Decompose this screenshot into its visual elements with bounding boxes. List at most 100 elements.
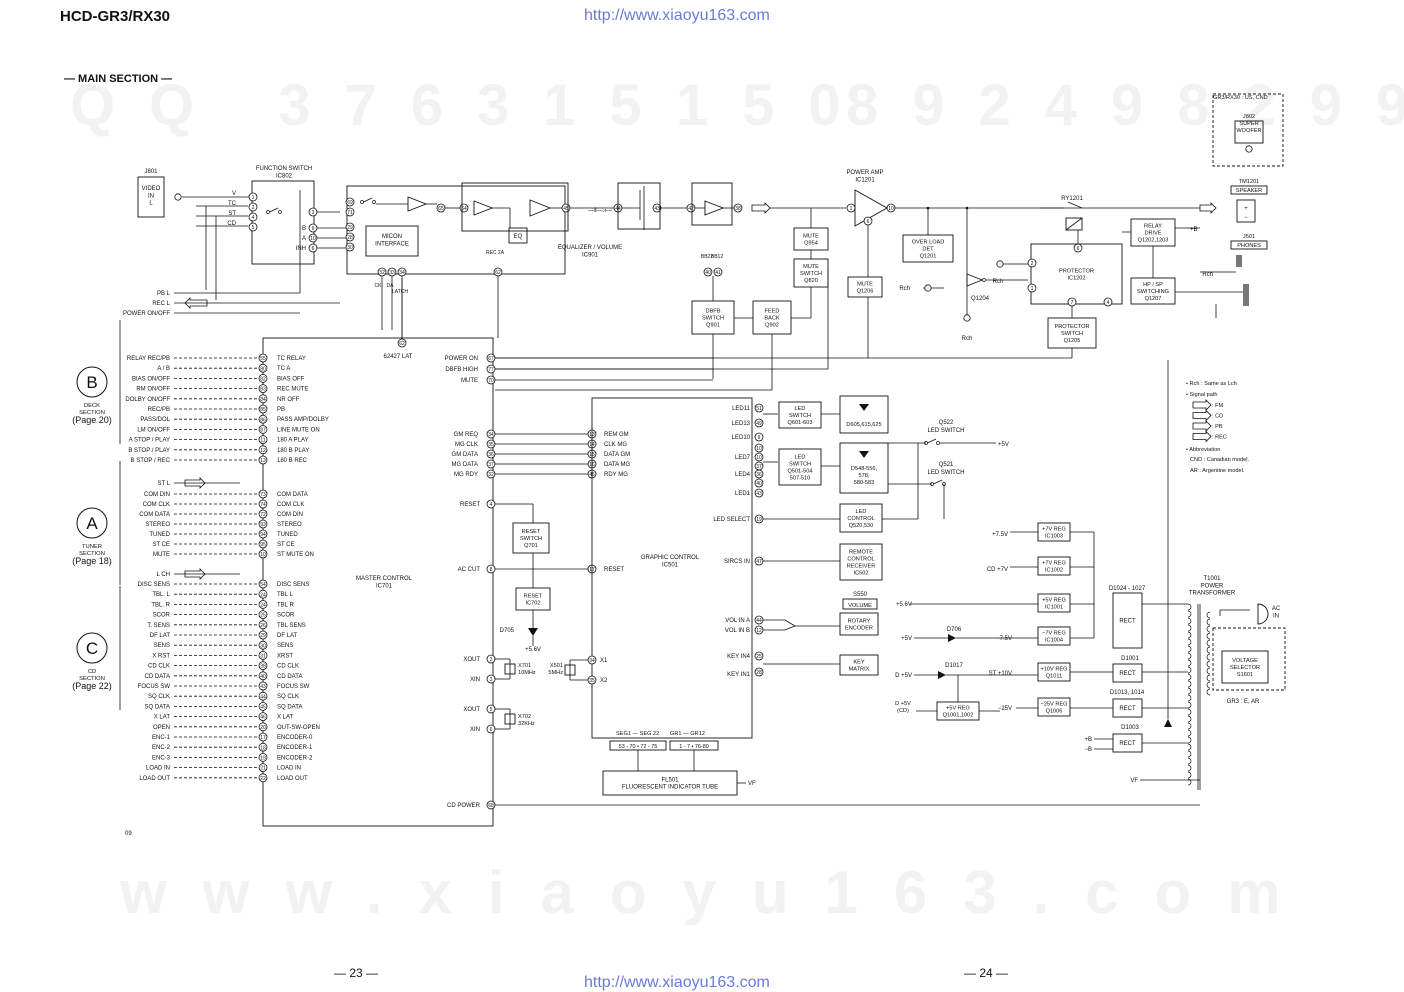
pin-number: 1 (1031, 286, 1034, 292)
section-title: CD (88, 669, 96, 675)
pin-number: 5 (490, 707, 493, 713)
pin-number: 87 (260, 428, 266, 434)
protector-switch-label: Q1205 (1064, 338, 1081, 344)
bb22-label: BB22 (701, 254, 713, 260)
led-switch-1-label: SWITCH (789, 413, 811, 419)
pin-number (258, 589, 268, 599)
signal-name: SQ DATA (277, 704, 302, 710)
feed-back-label: Q902 (765, 322, 779, 328)
transformer-winding (1187, 638, 1192, 646)
over-load-label: OVER LOAD (912, 240, 945, 246)
led-switch-b-label: LED SWITCH (927, 470, 964, 476)
equalizer-label: IC901 (582, 252, 599, 258)
pin-number: 46 (260, 715, 266, 721)
pin-number (754, 443, 764, 453)
transformer-winding (1187, 631, 1192, 639)
d548-label: 578, (859, 473, 870, 479)
bass-subframe (691, 182, 733, 226)
legend-signal-path: • Signal path (1186, 392, 1218, 398)
d1001-label: D1001 (1121, 656, 1139, 662)
url-top[interactable]: http://www.xiaoyu163.com (584, 7, 770, 24)
key4-label: KEY IN4 (727, 654, 751, 660)
q522-label: Q522 (939, 420, 954, 426)
reset-switch-label: Q701 (524, 543, 538, 549)
signal-name: BIAS ON/OFF (132, 376, 170, 382)
pin-number (258, 702, 268, 711)
signal-name: 180 A PLAY (277, 438, 309, 444)
pin-number: 82 (260, 377, 266, 383)
section-letter: C (86, 639, 98, 658)
pin-number (754, 432, 764, 442)
pin-number (258, 753, 268, 762)
pin-number (258, 529, 268, 539)
pb-l-label: PB L (157, 291, 171, 297)
pin-number (258, 489, 268, 499)
terminal (1245, 145, 1253, 153)
transformer-label: T1001 (1203, 576, 1221, 582)
rect-main-label: RECT (1119, 619, 1136, 625)
led-label: LED7 (735, 455, 751, 461)
signal-name: ENC-2 (152, 745, 171, 751)
reset-switch-label: SWITCH (520, 536, 542, 542)
fs-pin-label: B (302, 226, 306, 232)
pin-number: 70 (488, 378, 494, 384)
reg-1002-label: IC1002 (1045, 567, 1063, 573)
transformer-winding (1187, 603, 1192, 611)
pin-number: 10 (260, 552, 266, 558)
l-ch-label: L CH (157, 572, 170, 578)
pin-number: 64 (461, 206, 467, 212)
rch-label: Rch (899, 286, 910, 292)
pin-number: 36 (488, 452, 494, 458)
q1204-label: Q1204 (971, 296, 990, 302)
ac-in-label: AC (1272, 606, 1281, 612)
pin-number: 34 (399, 270, 405, 276)
dbfb-switch-label: DBFB (706, 309, 721, 315)
pin-number: 19 (756, 517, 762, 523)
wire (363, 197, 373, 203)
phones-jack-icon (1236, 255, 1242, 267)
speaker-terminal (1236, 199, 1256, 223)
transformer-winding (1187, 750, 1192, 758)
signal-name: COM CLK (143, 502, 170, 508)
x1-label: X1 (600, 658, 608, 664)
pin-number: 19 (260, 756, 266, 762)
terminal (924, 284, 932, 292)
section-page: (Page 20) (72, 415, 112, 425)
pin-number: 51 (756, 406, 762, 412)
signal-name: ENC-3 (152, 755, 171, 761)
signal-name: SENS (154, 643, 170, 649)
pin-number: 93 (260, 522, 266, 528)
pin-number: 7 (1071, 300, 1074, 306)
signal-name: TUNED (149, 532, 170, 538)
signal-name: GM DATA (452, 452, 478, 458)
led-switch-1-label: Q601-603 (788, 420, 813, 426)
pin-number: 1 (850, 206, 853, 212)
terminal (174, 193, 182, 201)
wire (1065, 217, 1083, 231)
pin-number: 43 (756, 491, 762, 497)
section-circle (76, 366, 108, 398)
transformer-winding (1206, 632, 1211, 640)
signal-name: SQ CLK (277, 694, 299, 700)
pin-number: 17 (260, 735, 266, 741)
reg-1002-label: +7V REG (1042, 561, 1066, 567)
section-title: — MAIN SECTION — (64, 73, 173, 85)
pin-number: 36 (756, 472, 762, 478)
signal-name: MUTE (461, 378, 478, 384)
function-switch-label: FUNCTION SWITCH (256, 166, 312, 172)
signal-name: TBL L (277, 592, 293, 598)
pin-number: 9 (312, 226, 315, 232)
master-control-label: IC701 (376, 583, 393, 589)
pin-number: 62 (495, 270, 501, 276)
url-bottom[interactable]: http://www.xiaoyu163.com (584, 974, 770, 991)
pin-number (733, 203, 743, 213)
key-matrix-label: KEY (853, 660, 864, 666)
section-title: DECK (84, 403, 100, 409)
pin-number: 26 (260, 623, 266, 629)
wire (784, 619, 796, 627)
pin-number (258, 539, 268, 549)
legend-ar: AR : Argentine model. (1190, 468, 1245, 474)
pin-number (248, 212, 258, 222)
vf-label: VF (748, 781, 756, 787)
bb12-label: BB12 (711, 254, 723, 260)
